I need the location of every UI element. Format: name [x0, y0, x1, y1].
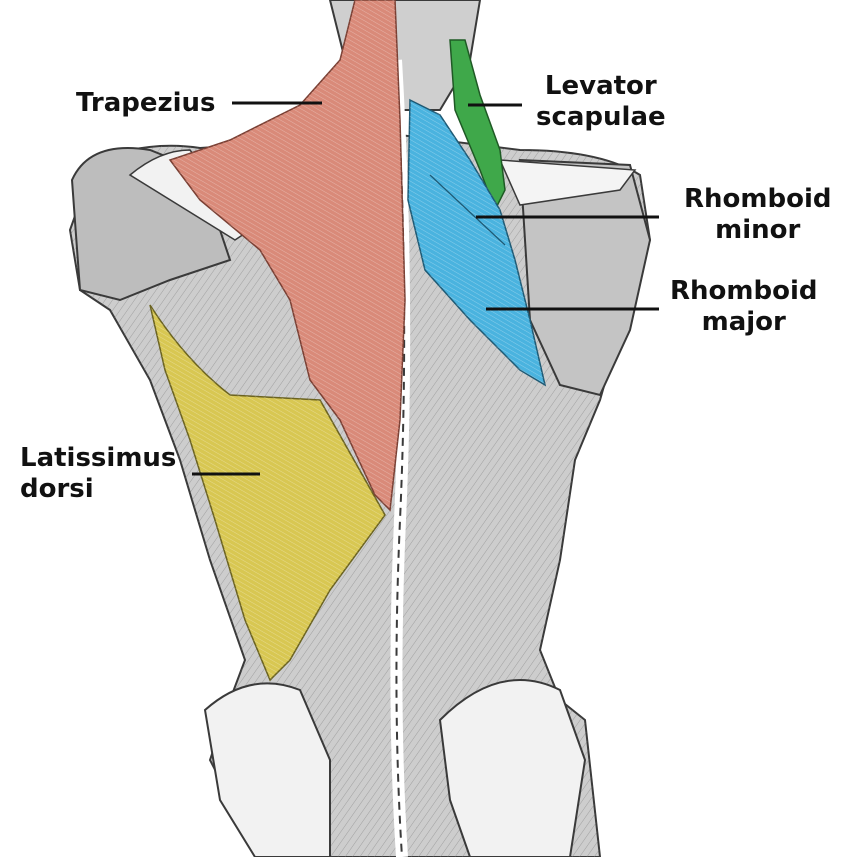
- label-latissimus-line-1: Latissimus: [20, 443, 177, 473]
- label-levator-line-1: Levator: [544, 71, 657, 101]
- label-levator-scapulae: Levator scapulae: [536, 71, 666, 133]
- label-latissimus-line-2: dorsi: [20, 474, 94, 504]
- label-rhomboid-major-line-2: major: [701, 307, 786, 337]
- levator-scapulae-region: [449, 39, 506, 212]
- label-rhomboid-major: Rhomboid major: [670, 276, 817, 338]
- label-trapezius-text: Trapezius: [76, 88, 216, 118]
- label-rhomboid-minor-line-1: Rhomboid: [684, 184, 832, 214]
- label-rhomboid-minor: Rhomboid minor: [684, 184, 831, 246]
- label-latissimus-dorsi: Latissimus dorsi: [20, 443, 176, 505]
- label-trapezius: Trapezius: [76, 88, 216, 119]
- label-levator-line-2: scapulae: [536, 102, 666, 132]
- label-rhomboid-major-line-1: Rhomboid: [670, 276, 818, 306]
- label-rhomboid-minor-line-2: minor: [715, 215, 801, 245]
